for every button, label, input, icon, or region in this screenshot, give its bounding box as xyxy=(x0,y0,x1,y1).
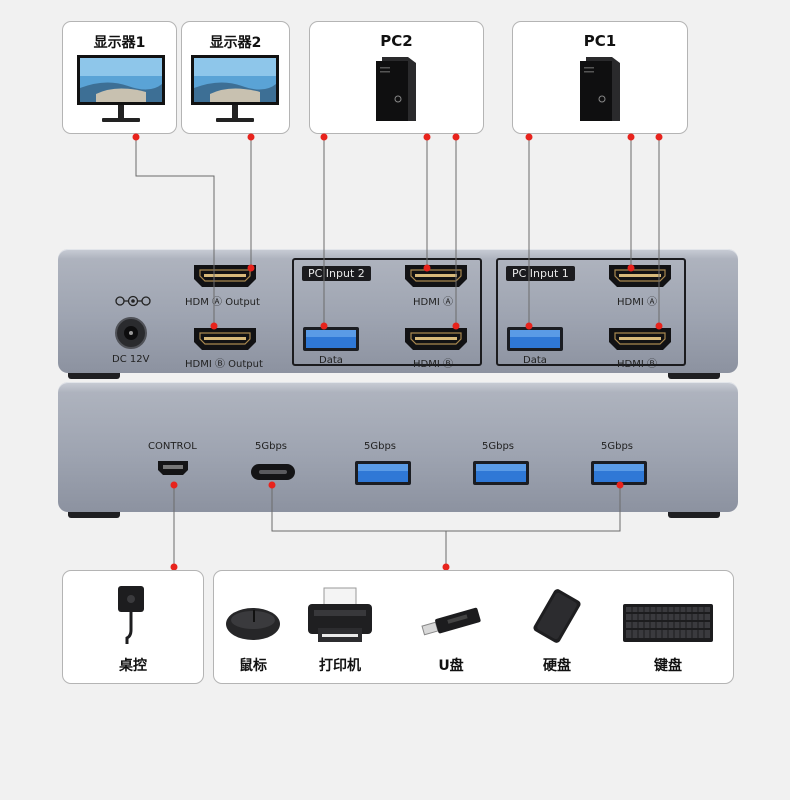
desk-control-label: 桌控 xyxy=(119,658,147,674)
usb-a-port-2 xyxy=(473,461,529,485)
usb-a-port-3 xyxy=(591,461,647,485)
dot xyxy=(210,322,218,330)
pc-input-2-frame xyxy=(292,258,482,366)
keyboard-icon xyxy=(623,604,713,642)
dot xyxy=(655,322,663,330)
pc2-tower-icon xyxy=(376,57,416,121)
dot xyxy=(170,481,178,489)
usb-c-speed-label: 5Gbps xyxy=(255,441,288,452)
dot xyxy=(452,133,460,141)
dot xyxy=(247,133,255,141)
hard-disk-label: 硬盘 xyxy=(543,658,571,674)
usb-a-2-speed-label: 5Gbps xyxy=(482,441,515,452)
foot xyxy=(68,512,120,518)
pc1-hdmi-b-port xyxy=(609,328,671,350)
dot xyxy=(320,133,328,141)
wire-monitor1 xyxy=(135,137,215,326)
pc1-hdmi-a-label: HDMI Ⓐ xyxy=(617,297,657,308)
pc2-data-usb-port xyxy=(303,327,359,351)
hard-disk-icon xyxy=(533,589,581,643)
pc1-label: PC1 xyxy=(583,32,617,50)
foot xyxy=(668,512,720,518)
mouse-icon xyxy=(226,608,280,640)
pc2-hdmi-a-label: HDMI Ⓐ xyxy=(413,297,453,308)
printer-label: 打印机 xyxy=(319,658,361,674)
dot xyxy=(627,264,635,272)
usb-drive-label: U盘 xyxy=(438,658,464,674)
dc-power-jack xyxy=(115,317,147,349)
dot xyxy=(132,133,140,141)
dot xyxy=(247,264,255,272)
dot xyxy=(170,563,178,571)
dot xyxy=(442,563,450,571)
usb-drive-icon xyxy=(421,607,481,636)
dot xyxy=(452,322,460,330)
foot xyxy=(68,373,120,379)
printer-icon xyxy=(308,587,372,642)
hdmi-b-output-port xyxy=(194,328,256,350)
dc-polarity-icon xyxy=(115,295,151,307)
monitor1-icon xyxy=(77,55,165,122)
pc-input-1-badge: PC Input 1 xyxy=(506,266,575,281)
monitor1-label: 显示器1 xyxy=(93,35,146,51)
switch-bottom-unit xyxy=(58,382,738,512)
monitor2-label: 显示器2 xyxy=(209,35,262,51)
pc-input-1-frame xyxy=(496,258,686,366)
desk-control-icon xyxy=(118,586,144,644)
hdmi-b-output-label: HDMI Ⓑ Output xyxy=(185,359,263,370)
usb-a-port-1 xyxy=(355,461,411,485)
dot xyxy=(525,322,533,330)
wire-usb-bus xyxy=(271,485,621,532)
pc1-hdmi-b-label: HDMI Ⓑ xyxy=(617,359,657,370)
keyboard-label: 键盘 xyxy=(654,658,682,674)
pc1-tower-icon xyxy=(580,57,620,121)
dot xyxy=(627,133,635,141)
dc-label: DC 12V xyxy=(112,354,150,365)
usb-a-1-speed-label: 5Gbps xyxy=(364,441,397,452)
usb-a-3-speed-label: 5Gbps xyxy=(601,441,634,452)
foot xyxy=(668,373,720,379)
pc2-hdmi-b-port xyxy=(405,328,467,350)
dot xyxy=(616,481,624,489)
pc1-data-usb-port xyxy=(507,327,563,351)
dot xyxy=(655,133,663,141)
control-label: CONTROL xyxy=(148,441,197,452)
pc2-label: PC2 xyxy=(380,32,413,50)
pc1-data-label: Data xyxy=(523,355,547,366)
pc-input-2-badge: PC Input 2 xyxy=(302,266,371,281)
pc2-hdmi-b-label: HDMI Ⓑ xyxy=(413,359,453,370)
dot xyxy=(525,133,533,141)
pc1-hdmi-a-port xyxy=(609,265,671,287)
dot xyxy=(268,481,276,489)
dot xyxy=(423,133,431,141)
pc2-data-label: Data xyxy=(319,355,343,366)
dot xyxy=(320,322,328,330)
control-port xyxy=(158,461,188,475)
mouse-label: 鼠标 xyxy=(239,658,267,674)
hdmi-a-output-label: HDM Ⓐ Output xyxy=(185,297,260,308)
dot xyxy=(423,264,431,272)
usb-c-port xyxy=(251,464,295,480)
monitor2-icon xyxy=(191,55,279,122)
